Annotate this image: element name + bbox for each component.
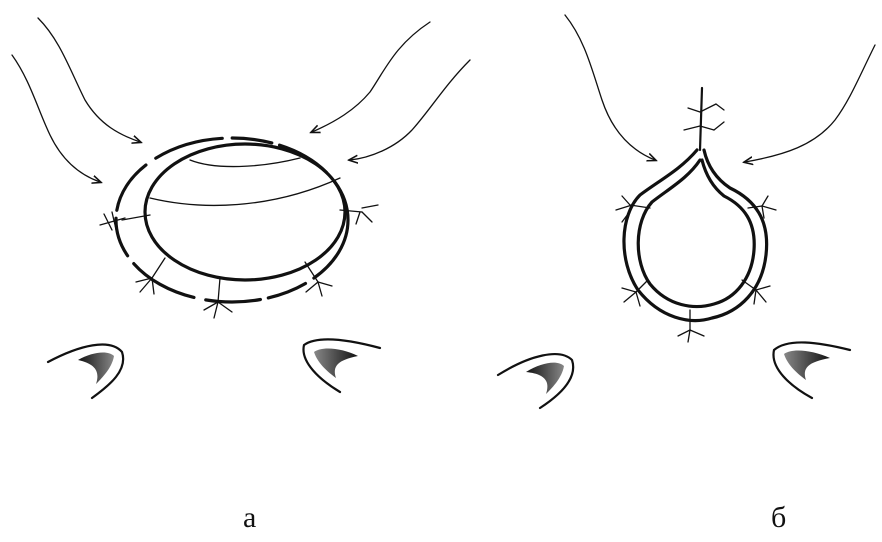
inner-teardrop-b xyxy=(638,160,754,307)
outer-teardrop-b xyxy=(624,150,767,321)
panel-b-label: б xyxy=(771,503,786,533)
suture-b-bottom-center xyxy=(678,310,704,342)
suture-b-right xyxy=(748,196,776,218)
fold-b-right xyxy=(773,342,850,398)
arrow-a-outer-right xyxy=(312,22,430,132)
suture-b-top xyxy=(684,104,724,130)
panel-a-label: а xyxy=(243,503,256,533)
fold-b-right-shade xyxy=(784,351,830,380)
arrow-a-inner-right xyxy=(350,60,470,160)
arrow-a-outer-left xyxy=(38,18,140,142)
suture-b-left xyxy=(616,196,650,222)
inner-curve-a-1 xyxy=(190,158,300,167)
midline-suture-b xyxy=(700,88,702,150)
fold-a-right xyxy=(303,339,380,392)
panel-b xyxy=(498,15,875,408)
suture-a-left xyxy=(100,212,150,238)
arrow-b-right xyxy=(745,45,875,162)
fold-b-left xyxy=(498,354,573,408)
fold-a-left-shade xyxy=(78,353,114,384)
inner-ring-a xyxy=(145,144,345,280)
arrow-a-inner-left xyxy=(12,55,100,182)
arrow-b-left xyxy=(565,15,655,160)
fold-a-left xyxy=(48,345,123,398)
panel-a xyxy=(12,18,470,398)
fold-a-right-shade xyxy=(314,349,358,378)
suture-a-bottom-left xyxy=(136,258,165,294)
fold-b-left-shade xyxy=(526,363,564,394)
suture-a-bottom-center xyxy=(204,278,232,318)
inner-curve-a-2 xyxy=(150,178,340,205)
